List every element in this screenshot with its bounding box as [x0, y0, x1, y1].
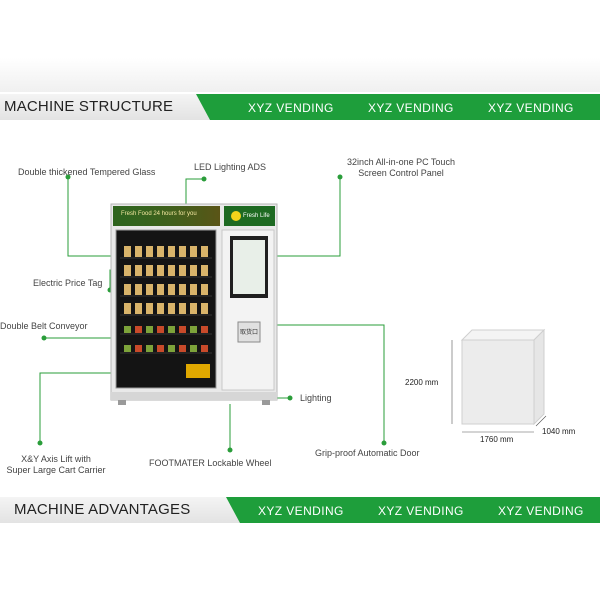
product-item [168, 284, 175, 295]
product-item [190, 265, 197, 276]
product-item [168, 303, 175, 314]
door-callout-line [268, 324, 385, 443]
touch-panel-label-line2: Screen Control Panel [358, 168, 444, 178]
product-item [190, 345, 197, 352]
product-item [146, 284, 153, 295]
header-background [0, 58, 600, 92]
wheel-label: FOOTMATER Lockable Wheel [149, 458, 272, 468]
led-label: LED Lighting ADS [194, 162, 267, 172]
product-item [179, 345, 186, 352]
product-item [190, 326, 197, 333]
section-title: MACHINE STRUCTURE [4, 98, 174, 115]
glass-label: Double thickened Tempered Glass [18, 167, 156, 177]
brand-label: XYZ VENDING [248, 101, 334, 115]
depth-dimension: 1040 mm [542, 427, 576, 436]
machine-structure-band: MACHINE STRUCTURE XYZ VENDING XYZ VENDIN… [0, 94, 600, 120]
dimension-box [451, 328, 547, 433]
product-item [146, 303, 153, 314]
product-item [135, 326, 142, 333]
product-item [157, 326, 164, 333]
door-label: Grip-proof Automatic Door [315, 448, 420, 458]
product-item [146, 345, 153, 352]
product-item [201, 326, 208, 333]
product-item [124, 265, 131, 276]
product-item [179, 303, 186, 314]
product-item [201, 284, 208, 295]
product-item [146, 246, 153, 257]
product-item [135, 284, 142, 295]
lift-label-line1: X&Y Axis Lift with [21, 454, 91, 464]
product-item [168, 326, 175, 333]
product-item [135, 345, 142, 352]
product-item [179, 284, 186, 295]
product-item [146, 265, 153, 276]
led-callout-line [185, 178, 204, 205]
product-item [124, 326, 131, 333]
product-item [201, 303, 208, 314]
touch-panel-label: 32inch All-in-one PC Touch Screen Contro… [326, 157, 476, 179]
product-item [201, 265, 208, 276]
product-item [168, 246, 175, 257]
width-dimension: 1760 mm [480, 435, 514, 444]
product-item [124, 246, 131, 257]
product-item [157, 284, 164, 295]
product-item [135, 246, 142, 257]
price-tag-label: Electric Price Tag [33, 278, 103, 288]
product-item [146, 326, 153, 333]
product-item [201, 345, 208, 352]
brand-label: XYZ VENDING [368, 101, 454, 115]
brand-label: XYZ VENDING [498, 504, 584, 518]
section-title: MACHINE ADVANTAGES [14, 501, 191, 518]
brand-label: XYZ VENDING [378, 504, 464, 518]
product-item [190, 303, 197, 314]
machine-advantages-band: MACHINE ADVANTAGES XYZ VENDING XYZ VENDI… [0, 497, 600, 523]
machine-banner-text: Fresh Food 24 hours for you [121, 211, 197, 217]
product-item [179, 246, 186, 257]
product-item [168, 345, 175, 352]
product-item [201, 246, 208, 257]
product-item [135, 303, 142, 314]
product-item [157, 265, 164, 276]
band-brand-strip [196, 94, 600, 120]
conveyor-label: Double Belt Conveyor [0, 321, 88, 331]
product-item [135, 265, 142, 276]
brand-label: XYZ VENDING [258, 504, 344, 518]
product-item [124, 284, 131, 295]
lift-label: X&Y Axis Lift with Super Large Cart Carr… [0, 454, 112, 476]
product-item [179, 326, 186, 333]
product-item [124, 303, 131, 314]
product-item [168, 265, 175, 276]
height-dimension: 2200 mm [405, 378, 439, 387]
lighting-label: Lighting [300, 393, 332, 403]
touch-callout-line [270, 177, 341, 257]
pickup-port-label: 取货口 [240, 330, 259, 336]
product-item [157, 303, 164, 314]
lift-label-line2: Super Large Cart Carrier [6, 465, 106, 475]
machine-logo-text: Fresh Life [243, 213, 270, 219]
brand-label: XYZ VENDING [488, 101, 574, 115]
band-title-background [0, 497, 270, 523]
touch-panel-label-line1: 32inch All-in-one PC Touch [347, 157, 455, 167]
product-item [179, 265, 186, 276]
vending-machine [110, 203, 278, 405]
product-item [124, 345, 131, 352]
product-item [157, 246, 164, 257]
product-item [157, 345, 164, 352]
product-item [190, 246, 197, 257]
product-item [190, 284, 197, 295]
band-brand-strip [226, 497, 600, 523]
